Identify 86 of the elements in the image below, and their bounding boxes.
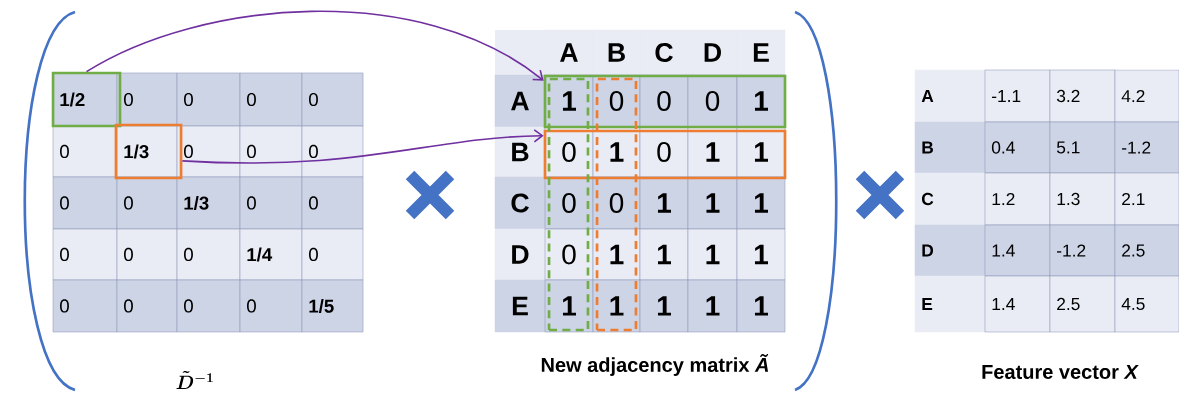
- column-header: C: [639, 29, 689, 76]
- matrix-cell: 0: [239, 176, 303, 230]
- row-header: A: [914, 69, 986, 123]
- arrow: [85, 10, 544, 81]
- matrix-cell: 0: [639, 74, 689, 128]
- matrix-cell: 0: [116, 228, 178, 281]
- matrix-cell: 0: [639, 126, 689, 178]
- table-cell: 2.5: [1049, 275, 1116, 333]
- highlight-box: [543, 74, 787, 129]
- matrix-cell: 0: [301, 72, 364, 127]
- table-cell: 2.5: [1114, 224, 1179, 277]
- table-cell: -1.1: [984, 69, 1051, 123]
- matrix-cell: 1/4: [239, 228, 303, 281]
- table-cell: 1.4: [984, 224, 1051, 277]
- table-cell: -1.2: [1049, 224, 1116, 277]
- matrix-cell: 0: [176, 125, 241, 178]
- matrix-cell: 0: [544, 228, 594, 281]
- matrix-cell: 0: [52, 279, 118, 333]
- matrix-cell: 0: [687, 74, 738, 128]
- table-cell: 5.1: [1049, 121, 1116, 174]
- table-cell: 1.4: [984, 275, 1051, 333]
- column-header: E: [736, 29, 786, 76]
- matrix-cell: 1: [639, 176, 689, 230]
- matrix-cell: 0: [176, 279, 241, 333]
- row-header: D: [914, 224, 986, 277]
- table-cell: 4.5: [1114, 275, 1179, 333]
- row-header: C: [494, 176, 546, 230]
- row-header: E: [914, 275, 986, 333]
- table-cell: -1.2: [1114, 121, 1179, 174]
- matrix-cell: 0: [116, 279, 178, 333]
- matrix-caption: $\tilde{D}^{-1}$: [176, 371, 213, 389]
- matrix-cell: 1: [687, 126, 738, 178]
- matrix-cell: 1: [736, 279, 786, 333]
- matrix-cell: 1: [639, 228, 689, 281]
- row-header: B: [494, 126, 546, 178]
- table-cell: 4.2: [1114, 69, 1179, 123]
- matrix-cell: 0: [544, 176, 594, 230]
- matrix-cell: 0: [116, 72, 178, 127]
- matrix-cell: 0: [239, 279, 303, 333]
- matrix-cell: 0: [52, 125, 118, 178]
- column-header: A: [544, 29, 594, 76]
- matrix-cell: 1: [687, 279, 738, 333]
- dashed-highlight-box: [547, 77, 590, 332]
- table-cell: 1.3: [1049, 172, 1116, 226]
- row-header: A: [494, 74, 546, 128]
- matrix-cell: 1: [736, 228, 786, 281]
- matrix-cell: 1/3: [116, 125, 178, 178]
- matrix-cell: 0: [52, 228, 118, 281]
- table-cell: 1.2: [984, 172, 1051, 226]
- matrix-cell: 1: [592, 279, 641, 333]
- row-header: B: [914, 121, 986, 174]
- matrix-cell: 1/3: [176, 176, 241, 230]
- matrix-cell: 1/5: [301, 279, 364, 333]
- matrix-cell: 1: [736, 126, 786, 178]
- matrix-cell: 1: [592, 228, 641, 281]
- column-header: D: [687, 29, 738, 76]
- row-header: E: [494, 279, 546, 333]
- row-header: C: [914, 172, 986, 226]
- matrix-cell: 0: [176, 228, 241, 281]
- matrix-cell: 0: [592, 74, 641, 128]
- table-cell: 3.2: [1049, 69, 1116, 123]
- matrix-cell: 1/2: [52, 72, 118, 127]
- table-cell: 2.1: [1114, 172, 1179, 226]
- matrix-cell: 1: [544, 279, 594, 333]
- dashed-highlight-box: [595, 77, 638, 332]
- row-header: D: [494, 228, 546, 281]
- column-header: B: [592, 29, 641, 76]
- matrix-cell: 0: [116, 176, 178, 230]
- matrix-cell: 0: [592, 176, 641, 230]
- table-caption: Feature vector X: [982, 365, 1139, 379]
- matrix-cell: 1: [736, 176, 786, 230]
- matrix-cell: 0: [176, 72, 241, 127]
- matrix-caption: New adjacency matrix Ã: [541, 354, 769, 376]
- arrow: [181, 129, 544, 164]
- highlight-box: [543, 129, 787, 180]
- matrix-cell: 0: [301, 228, 364, 281]
- matrix-cell: 1: [639, 279, 689, 333]
- matrix-cell: 0: [301, 125, 364, 178]
- matrix-cell: 0: [301, 176, 364, 230]
- matrix-cell: 0: [52, 176, 118, 230]
- matrix-cell: 1: [687, 176, 738, 230]
- matrix-cell: 1: [736, 74, 786, 128]
- table-cell: 0.4: [984, 121, 1051, 174]
- matrix-cell: 1: [687, 228, 738, 281]
- matrix-cell: 0: [239, 125, 303, 178]
- matrix-cell: 0: [239, 72, 303, 127]
